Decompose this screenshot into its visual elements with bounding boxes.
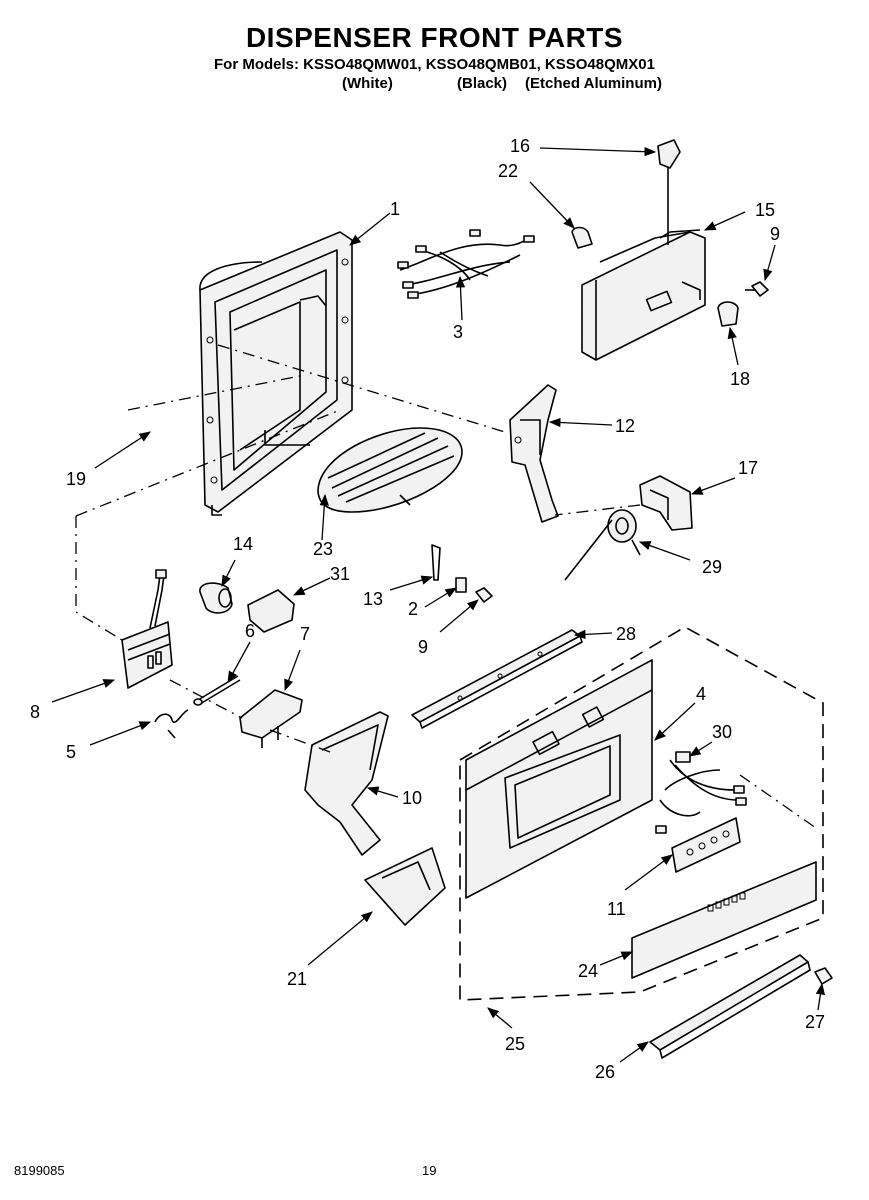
part-18-socket bbox=[717, 301, 739, 327]
part-1-dispenser-housing bbox=[199, 231, 353, 516]
part-7-hinge bbox=[239, 689, 303, 748]
assembly-lines bbox=[75, 344, 824, 1001]
document-number: 8199085 bbox=[14, 1163, 65, 1178]
part-29-solenoid bbox=[564, 509, 641, 581]
callout-24: 24 bbox=[578, 961, 598, 981]
part-4-front-panel bbox=[465, 659, 653, 899]
finish-etched-aluminum: (Etched Aluminum) bbox=[525, 75, 662, 92]
callout-8: 8 bbox=[30, 702, 40, 722]
part-2-plate bbox=[455, 577, 467, 593]
page-number: 19 bbox=[422, 1163, 437, 1178]
finish-white: (White) bbox=[342, 75, 393, 92]
part-9-screw-top bbox=[745, 281, 769, 297]
callout-26: 26 bbox=[595, 1062, 615, 1082]
finish-black: (Black) bbox=[457, 75, 508, 92]
callout-3: 3 bbox=[453, 322, 463, 342]
callout-9-middle: 9 bbox=[418, 637, 428, 657]
callout-29: 29 bbox=[702, 557, 722, 577]
part-15-bracket bbox=[581, 229, 706, 361]
callout-5: 5 bbox=[66, 742, 76, 762]
part-23-drip-tray-grille bbox=[317, 427, 463, 513]
callout-18: 18 bbox=[730, 369, 750, 389]
part-26-lower-trim bbox=[649, 954, 811, 1059]
part-30-harness bbox=[655, 751, 747, 834]
part-22-bulb bbox=[571, 226, 593, 249]
page-title: DISPENSER FRONT PARTS bbox=[245, 22, 624, 53]
callout-17: 17 bbox=[738, 458, 758, 478]
callout-25: 25 bbox=[505, 1034, 525, 1054]
callout-4: 4 bbox=[696, 684, 706, 704]
part-24-overlay bbox=[631, 861, 817, 979]
callout-leaders bbox=[51, 146, 826, 1063]
part-27-screw bbox=[814, 967, 833, 985]
callout-numbers: 1 3 16 22 15 9 18 12 19 17 29 14 31 23 1… bbox=[30, 136, 825, 1082]
callout-7: 7 bbox=[300, 624, 310, 644]
part-9-screw-middle bbox=[475, 587, 493, 603]
callout-28: 28 bbox=[616, 624, 636, 644]
callout-30: 30 bbox=[712, 722, 732, 742]
part-3-wire-harness bbox=[397, 229, 535, 299]
callout-1: 1 bbox=[390, 199, 400, 219]
callout-10: 10 bbox=[402, 788, 422, 808]
part-21-drip-cup bbox=[364, 847, 446, 926]
callout-14: 14 bbox=[233, 534, 253, 554]
callout-19: 19 bbox=[66, 469, 86, 489]
callout-27: 27 bbox=[805, 1012, 825, 1032]
callout-23: 23 bbox=[313, 539, 333, 559]
callout-21: 21 bbox=[287, 969, 307, 989]
part-6-pin bbox=[193, 675, 241, 706]
callout-22: 22 bbox=[498, 161, 518, 181]
callout-6: 6 bbox=[245, 621, 255, 641]
part-11-control-board bbox=[671, 817, 741, 873]
callout-15: 15 bbox=[755, 200, 775, 220]
part-10-paddle bbox=[304, 711, 389, 856]
part-5-spring bbox=[154, 709, 189, 739]
callout-12: 12 bbox=[615, 416, 635, 436]
part-12-actuator bbox=[509, 384, 559, 523]
callout-31: 31 bbox=[330, 564, 350, 584]
models-line: For Models: KSSO48QMW01, KSSO48QMB01, KS… bbox=[214, 56, 655, 73]
part-8-module bbox=[121, 569, 173, 689]
part-16-switch bbox=[657, 139, 681, 245]
callout-2: 2 bbox=[408, 599, 418, 619]
part-14-motor bbox=[199, 582, 233, 614]
part-31-cover bbox=[247, 589, 295, 633]
part-13-spring bbox=[431, 544, 441, 581]
callout-16: 16 bbox=[510, 136, 530, 156]
callout-9-top: 9 bbox=[770, 224, 780, 244]
callout-13: 13 bbox=[363, 589, 383, 609]
part-17-bracket bbox=[639, 475, 693, 531]
callout-11: 11 bbox=[607, 899, 626, 919]
